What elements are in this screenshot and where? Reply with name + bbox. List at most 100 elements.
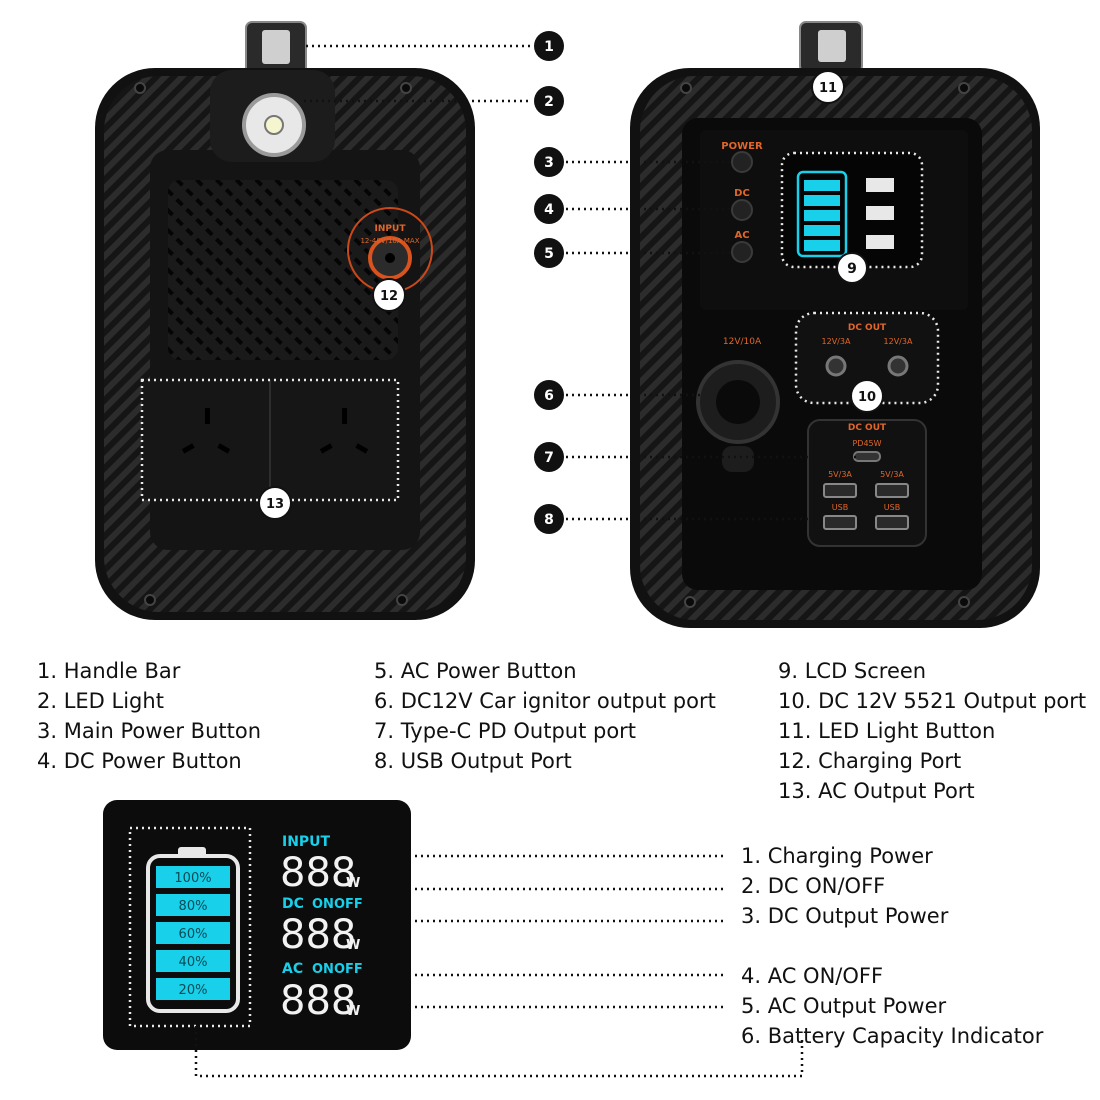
dc-5521-output-panel: [794, 311, 940, 405]
lcd-dc-off: OFF: [334, 897, 363, 912]
lcd-ac-unit: W: [346, 1004, 360, 1019]
fan-grille: [168, 180, 398, 360]
callout-10: 10: [850, 379, 884, 413]
lcd-dc-on: ON: [312, 897, 334, 912]
svg-text:13: 13: [266, 497, 284, 512]
legend-item: 1. Handle Bar: [37, 659, 181, 683]
svg-text:20%: 20%: [179, 983, 208, 998]
usb-rating-b: 5V/3A: [880, 470, 904, 479]
svg-text:100%: 100%: [174, 871, 211, 886]
legend-item: 9. LCD Screen: [778, 659, 927, 683]
callout-7: 7: [534, 442, 564, 472]
lcd-input-digits: 888: [280, 850, 356, 896]
lcd-dc-label: DC: [282, 896, 304, 912]
parts-legend-col-2: 5. AC Power Button 6. DC12V Car ignitor …: [374, 656, 716, 776]
lcd-legend-item: 3. DC Output Power: [741, 904, 949, 928]
battery-bar: 40%: [156, 950, 230, 972]
callout-13: 13: [258, 486, 292, 520]
callout-11: 11: [811, 70, 845, 104]
svg-text:11: 11: [819, 81, 837, 96]
svg-text:5: 5: [544, 246, 554, 262]
battery-bar: 100%: [156, 866, 230, 888]
svg-text:6: 6: [544, 388, 554, 404]
parts-legend-col-1: 1. Handle Bar 2. LED Light 3. Main Power…: [37, 656, 261, 776]
legend-item: 3. Main Power Button: [37, 719, 262, 743]
lcd-ac-off: OFF: [334, 962, 363, 977]
lcd-dc-digits: 888: [280, 912, 356, 958]
battery-bar: 20%: [156, 978, 230, 1000]
callout-6: 6: [534, 380, 564, 410]
lcd-input-unit: W: [346, 876, 360, 891]
svg-text:1: 1: [544, 39, 554, 55]
callout-1: 1: [534, 31, 564, 61]
callout-12: 12: [372, 278, 406, 312]
dc-button-label: DC: [734, 188, 750, 199]
lcd-dc-unit: W: [346, 938, 360, 953]
callout-3: 3: [534, 147, 564, 177]
dc-out-label-1: DC OUT: [848, 323, 887, 333]
lcd-legend-item: 4. AC ON/OFF: [741, 964, 884, 988]
svg-text:3: 3: [544, 155, 554, 171]
input-spec-label: 12-48V/10A MAX: [360, 237, 419, 245]
power-label: POWER: [721, 141, 763, 152]
legend-item: 12. Charging Port: [778, 749, 962, 773]
dc-port-a-label: 12V/3A: [822, 337, 851, 346]
lcd-legend-item: 1. Charging Power: [741, 844, 933, 868]
callout-4: 4: [534, 194, 564, 224]
legend-item: 6. DC12V Car ignitor output port: [374, 689, 716, 713]
battery-icon: [146, 854, 240, 1013]
lcd-leader-lines: [194, 854, 804, 1078]
svg-text:60%: 60%: [179, 927, 208, 942]
lcd-input-label: INPUT: [282, 834, 331, 850]
usb-label-b: USB: [884, 503, 900, 512]
input-label: INPUT: [375, 224, 407, 234]
callout-8: 8: [534, 504, 564, 534]
lcd-legend-item: 2. DC ON/OFF: [741, 874, 886, 898]
dc-out-label-2: DC OUT: [848, 423, 887, 433]
legend-item: 5. AC Power Button: [374, 659, 577, 683]
pd-label: PD45W: [852, 439, 881, 448]
car-port-label: 12V/10A: [723, 337, 762, 347]
lcd-screen: [780, 151, 924, 269]
lcd-ac-digits: 888: [280, 978, 356, 1024]
svg-text:40%: 40%: [179, 955, 208, 970]
legend-item: 4. DC Power Button: [37, 749, 242, 773]
dc-port-b-label: 12V/3A: [884, 337, 913, 346]
legend-item: 13. AC Output Port: [778, 779, 975, 803]
parts-legend-col-3: 9. LCD Screen 10. DC 12V 5521 Output por…: [778, 656, 1086, 806]
svg-text:9: 9: [847, 261, 857, 277]
lcd-legend: 1. Charging Power 2. DC ON/OFF 3. DC Out…: [741, 841, 1043, 1051]
svg-text:8: 8: [544, 512, 554, 528]
ac-button-label: AC: [734, 230, 749, 241]
legend-item: 10. DC 12V 5521 Output port: [778, 689, 1087, 713]
legend-item: 8. USB Output Port: [374, 749, 572, 773]
battery-indicator-box: [128, 826, 252, 1028]
svg-text:12: 12: [380, 289, 398, 304]
lcd-detail: 100% 80% 60% 40% 20% INPUT 888 W DC ON O…: [103, 800, 804, 1078]
legend-item: 2. LED Light: [37, 689, 164, 713]
callout-5: 5: [534, 238, 564, 268]
svg-text:7: 7: [544, 450, 554, 466]
legend-item: 11. LED Light Button: [778, 719, 996, 743]
callout-2: 2: [534, 86, 564, 116]
lcd-ac-on: ON: [312, 962, 334, 977]
front-device: INPUT 12-48V/10A MAX: [95, 21, 475, 620]
svg-text:10: 10: [858, 390, 876, 405]
legend-item: 7. Type-C PD Output port: [374, 719, 637, 743]
usb-rating-a: 5V/3A: [828, 470, 852, 479]
leader-lines: [304, 44, 858, 521]
svg-text:2: 2: [544, 94, 554, 110]
ac-power-button: [731, 241, 753, 263]
type-c-port: [853, 451, 881, 462]
svg-text:4: 4: [544, 202, 554, 218]
battery-bar: 60%: [156, 922, 230, 944]
device-diagram: INPUT 12-48V/10A MAX POWER DC: [95, 21, 1040, 628]
svg-text:80%: 80%: [179, 899, 208, 914]
main-power-button: [731, 151, 753, 173]
lcd-ac-label: AC: [282, 961, 303, 977]
back-device: POWER DC AC DC OUT 12V/3A 12V/3A 12V/10A…: [630, 21, 1040, 628]
battery-bar: 80%: [156, 894, 230, 916]
usb-label-a: USB: [832, 503, 848, 512]
dc-power-button: [731, 199, 753, 221]
lcd-legend-item: 6. Battery Capacity Indicator: [741, 1024, 1044, 1048]
